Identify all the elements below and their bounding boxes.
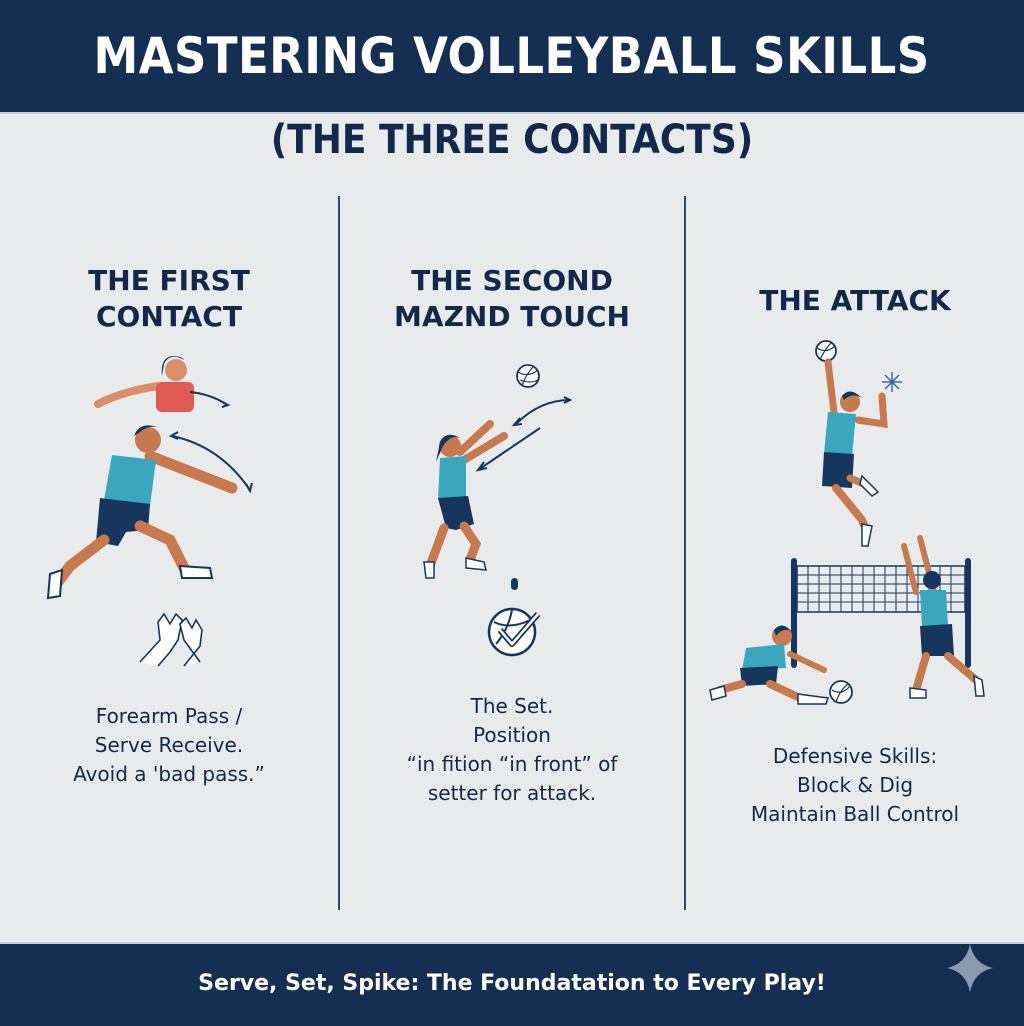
first-contact-illustration: [46, 356, 253, 667]
sparkle-icon: [947, 944, 993, 992]
column-divider: [684, 196, 686, 910]
column-description: Defensive Skills: Block & Dig Maintain B…: [750, 744, 960, 826]
forearm-pass-player-icon: [46, 425, 253, 600]
column-second-touch: THE SECOND MAZND TOUCH: [340, 240, 684, 920]
second-touch-illustration: [423, 364, 573, 657]
column-title: THE FIRST CONTACT: [88, 264, 250, 333]
page-title: MASTERING VOLLEYBALL SKILLS: [93, 27, 931, 85]
arrow-icon: [477, 427, 541, 471]
page-subtitle: (THE THREE CONTACTS): [270, 117, 754, 163]
hands-together-icon: [139, 612, 203, 667]
column-attack: THE ATTACK: [686, 240, 1024, 920]
spiking-player-icon: [815, 340, 888, 547]
column-description: Forearm Pass / Serve Receive. Avoid a 'b…: [73, 704, 265, 786]
footer-tagline: Serve, Set, Spike: The Foundatation to E…: [198, 970, 826, 996]
column-description: The Set. Position “in fition “in front” …: [406, 694, 618, 805]
bottom-banner: Serve, Set, Spike: The Foundatation to E…: [0, 942, 1024, 1026]
dot-marker: [511, 578, 518, 590]
column-title: THE SECOND MAZND TOUCH: [394, 264, 630, 333]
digging-player-icon: [709, 625, 853, 705]
impact-burst-icon: [882, 372, 902, 392]
top-banner: MASTERING VOLLEYBALL SKILLS: [0, 0, 1024, 114]
column-title: THE ATTACK: [759, 284, 951, 317]
column-divider: [338, 196, 340, 910]
arrow-icon: [515, 399, 571, 425]
volleyball-net-icon: [791, 558, 971, 668]
blocking-player-icon: [901, 535, 985, 699]
column-first-contact: THE FIRST CONTACT: [0, 240, 338, 920]
arm-swing-player-icon: [94, 356, 231, 412]
ball-checkmark-icon: [487, 607, 541, 657]
setter-player-icon: [423, 420, 508, 579]
volleyball-icon: [516, 364, 540, 388]
attack-illustration: [709, 340, 985, 705]
